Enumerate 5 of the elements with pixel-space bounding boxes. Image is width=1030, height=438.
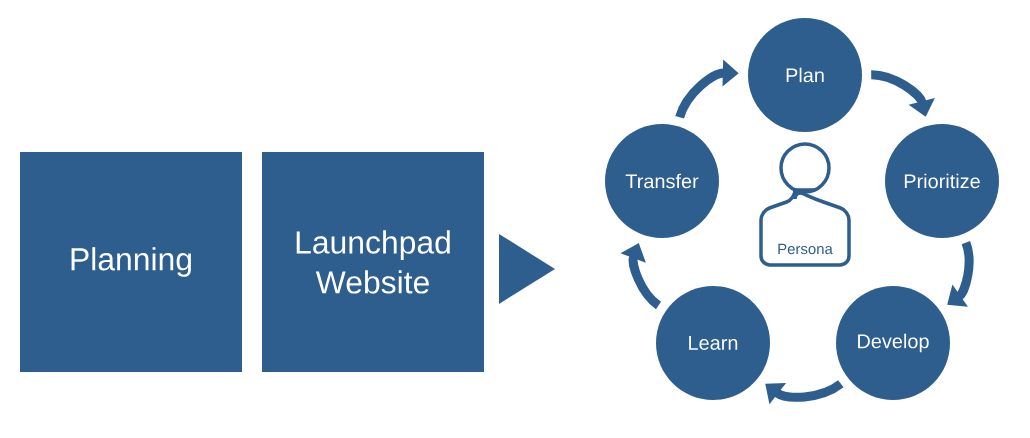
process-box: Launchpad Website — [262, 152, 484, 372]
curved-arrow — [620, 243, 662, 309]
curved-arrow — [765, 380, 844, 405]
process-box: Planning — [20, 152, 242, 372]
curved-arrow — [947, 241, 974, 307]
